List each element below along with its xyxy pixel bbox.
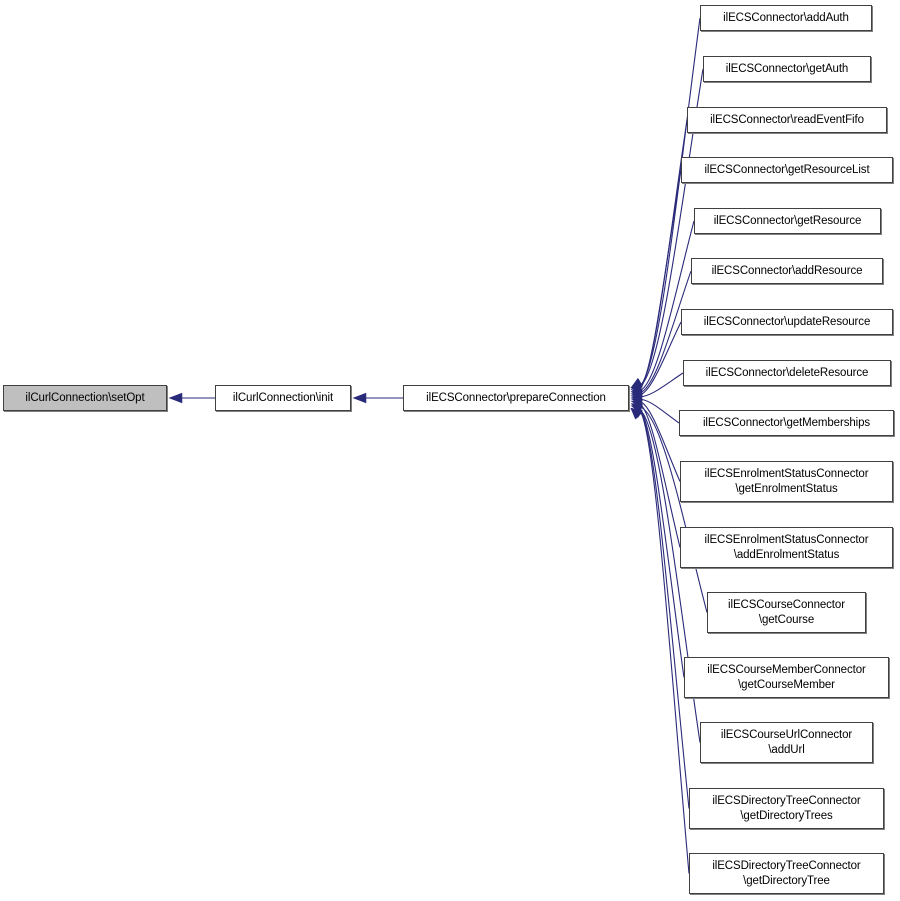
graph-node-prepareConnection[interactable]: ilECSConnector\prepareConnection [403, 385, 629, 411]
edge-addEnrolmentStatus-to-prepareConnection [639, 403, 681, 548]
graph-node-addResource[interactable]: ilECSConnector\addResource [691, 258, 883, 284]
edge-group [178, 17, 708, 874]
graph-node-getMemberships[interactable]: ilECSConnector\getMemberships [679, 410, 894, 436]
edge-arrowhead [630, 408, 643, 420]
edge-arrowhead [630, 408, 643, 418]
edge-arrowhead [630, 391, 643, 401]
edge-getMemberships-to-prepareConnection [639, 398, 680, 424]
graph-node-setOpt[interactable]: ilCurlConnection\setOpt [3, 385, 167, 411]
edge-arrowhead [630, 386, 643, 395]
edge-arrowhead [630, 388, 643, 398]
edge-deleteResource-to-prepareConnection [639, 372, 684, 398]
edge-arrowhead [630, 407, 643, 419]
graph-node-readEventFifo[interactable]: ilECSConnector\readEventFifo [687, 107, 887, 133]
edge-getCourseMember-to-prepareConnection [639, 408, 685, 678]
graph-node-getDirectoryTree[interactable]: ilECSDirectoryTreeConnector \getDirector… [689, 853, 884, 894]
graph-node-getDirectoryTrees[interactable]: ilECSDirectoryTreeConnector \getDirector… [689, 788, 884, 829]
edge-arrowhead [630, 399, 643, 408]
edge-getCourse-to-prepareConnection [639, 405, 708, 613]
edge-arrowhead [168, 392, 183, 404]
edge-getEnrolmentStatus-to-prepareConnection [639, 400, 681, 482]
edge-arrowhead [352, 392, 367, 404]
graph-node-init[interactable]: ilCurlConnection\init [215, 385, 351, 411]
graph-node-getAuth[interactable]: ilECSConnector\getAuth [703, 56, 871, 82]
edge-arrowhead [630, 378, 643, 388]
edge-arrowhead [630, 380, 643, 391]
graph-node-addEnrolmentStatus[interactable]: ilECSEnrolmentStatusConnector \addEnrolm… [680, 527, 893, 568]
edge-readEventFifo-to-prepareConnection [639, 119, 688, 388]
edge-arrowhead [630, 395, 643, 405]
graph-node-deleteResource[interactable]: ilECSConnector\deleteResource [683, 360, 891, 386]
graph-node-getCourseMember[interactable]: ilECSCourseMemberConnector \getCourseMem… [684, 657, 889, 698]
edge-arrowhead [630, 404, 643, 414]
graph-node-getResource[interactable]: ilECSConnector\getResource [694, 208, 881, 234]
edge-updateResource-to-prepareConnection [639, 321, 682, 396]
edge-arrowhead [630, 378, 643, 389]
edge-arrowhead [630, 378, 643, 388]
graph-node-getCourse[interactable]: ilECSCourseConnector \getCourse [707, 592, 866, 633]
graph-node-getEnrolmentStatus[interactable]: ilECSEnrolmentStatusConnector \getEnrolm… [680, 461, 893, 502]
edge-getResourceList-to-prepareConnection [639, 169, 682, 390]
graph-node-addAuth[interactable]: ilECSConnector\addAuth [700, 5, 872, 31]
edge-arrowhead [630, 383, 643, 393]
edge-arrowhead [630, 403, 643, 412]
graph-node-addUrl[interactable]: ilECSCourseUrlConnector \addUrl [700, 722, 873, 763]
graph-node-updateResource[interactable]: ilECSConnector\updateResource [681, 309, 893, 335]
graph-node-getResourceList[interactable]: ilECSConnector\getResourceList [681, 157, 893, 183]
edge-arrowhead [630, 408, 642, 420]
